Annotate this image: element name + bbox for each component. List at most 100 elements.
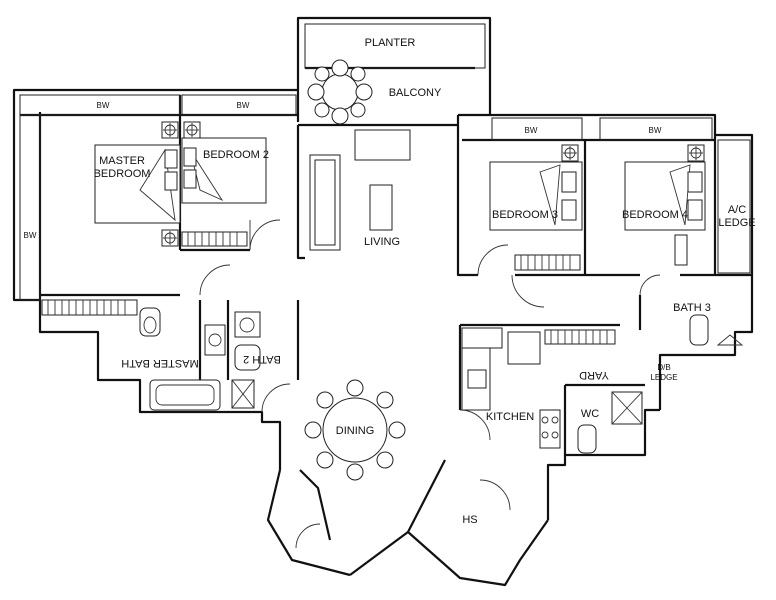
pillow-bed3-2 (561, 199, 577, 221)
bed-4-cover (669, 164, 691, 226)
nightstand-1 (161, 121, 179, 139)
bathtub-master (149, 379, 221, 411)
label-bw-bedroom3: BW (525, 126, 538, 135)
pillow-bed3-1 (561, 171, 577, 193)
label-db-ledge-2: LEDGE (650, 373, 677, 382)
wardrobes (19, 23, 751, 301)
nightstands (161, 121, 705, 247)
wall-balcony (296, 16, 492, 122)
shelf-bed2-lines (187, 232, 238, 246)
wardrobe-bedroom3 (491, 117, 583, 141)
wardrobe-bedroom4 (599, 117, 713, 141)
toilet-wc (577, 424, 597, 454)
fridge (507, 331, 541, 365)
label-bedroom4: BEDROOM 4 (622, 209, 688, 221)
label-living: LIVING (364, 236, 400, 248)
pillow-master-1 (164, 149, 178, 169)
balcony-table-set (307, 59, 373, 125)
nightstand-2 (183, 121, 201, 139)
label-planter: PLANTER (365, 37, 416, 49)
ac-ledge-box (717, 139, 751, 274)
living-furniture (309, 129, 411, 251)
shelf-master-bath-lines (47, 300, 126, 315)
desk-bed4 (674, 234, 688, 266)
label-dining: DINING (336, 425, 375, 437)
planter-box (304, 23, 486, 69)
label-yard: YARD (579, 369, 609, 381)
nightstand-5 (687, 144, 705, 162)
door-hs (479, 479, 511, 511)
wall-entrance (266, 469, 351, 577)
pillow-bed4-2 (687, 199, 703, 221)
label-bath2: BATH 2 (243, 353, 281, 365)
label-bw-master: BW (97, 101, 110, 110)
sofa-seat (314, 159, 336, 246)
label-ac-ledge-1: A/C (728, 204, 746, 216)
door-bath2 (261, 383, 291, 413)
shelf-bed3-lines (520, 255, 571, 270)
toilet-bath3 (689, 314, 709, 346)
wall-dining-curve (299, 469, 332, 541)
label-balcony: BALCONY (389, 87, 442, 99)
label-kitchen: KITCHEN (486, 411, 534, 423)
wall-hs (406, 459, 549, 587)
toilet-bath2 (234, 344, 261, 371)
label-bw-bedroom2: BW (237, 101, 250, 110)
shelf-kitchen-lines (550, 330, 608, 344)
sink-master (204, 324, 226, 356)
sink-bath2 (234, 311, 261, 338)
kitchen-fixtures (461, 327, 561, 449)
kitchen-sink (467, 369, 487, 389)
sink-bath3 (716, 334, 744, 346)
dining-table-set (304, 379, 406, 481)
wardrobe-bedroom2 (181, 94, 297, 116)
door-entrance (295, 523, 321, 549)
wardrobe-master (19, 94, 181, 116)
wall-lobby (349, 531, 409, 576)
pillow-bed2-1 (183, 147, 197, 167)
wardrobe-left (19, 114, 41, 301)
shelves (41, 231, 688, 345)
label-bedroom3: BEDROOM 3 (492, 209, 558, 221)
shelf-kitchen (544, 329, 616, 345)
kitchen-counter-top (461, 327, 503, 349)
furniture-beds (94, 137, 706, 231)
nightstand-4 (561, 144, 579, 162)
wall-east-wing (458, 113, 754, 410)
wall-living-bed3 (456, 115, 478, 277)
door-bed2 (249, 219, 281, 251)
door-bath3 (639, 274, 661, 296)
shelf-bed3 (514, 254, 581, 271)
label-bath3: BATH 3 (673, 302, 711, 314)
label-bw-bedroom4: BW (649, 126, 662, 135)
label-hs: HS (462, 514, 477, 526)
bath-fixtures (139, 307, 744, 454)
label-ac-ledge-2: LEDGE (718, 217, 755, 229)
doors (199, 219, 661, 549)
bed-3-cover (539, 164, 561, 226)
label-bw-left: BW (24, 231, 37, 240)
armchair (354, 129, 411, 161)
label-wc: WC (581, 408, 599, 420)
room-labels: PLANTER BALCONY MASTER BEDROOM BEDROOM 2… (94, 37, 756, 526)
label-master-bedroom-2: BEDROOM (94, 168, 151, 180)
toilet-master (139, 307, 161, 337)
wall-west-wing (12, 88, 298, 470)
door-bed3b (511, 274, 545, 308)
door-master (199, 264, 231, 296)
pillow-master-2 (164, 171, 178, 191)
coffee-table (369, 184, 393, 231)
pillow-bed4-1 (687, 171, 703, 193)
shelf-master-bath (41, 299, 138, 316)
door-bed3 (477, 244, 509, 276)
nightstand-3 (161, 229, 179, 247)
kitchen-hob (539, 409, 561, 449)
label-db-ledge-1: D/B (657, 363, 670, 372)
label-bedroom2: BEDROOM 2 (203, 149, 269, 161)
wardrobe-labels: BW BW BW BW BW (24, 101, 662, 240)
wall-bed2-east (296, 125, 305, 260)
door-kitchen (459, 409, 491, 441)
label-master-bedroom-1: MASTER (99, 155, 145, 167)
shelf-bed2 (181, 231, 248, 247)
